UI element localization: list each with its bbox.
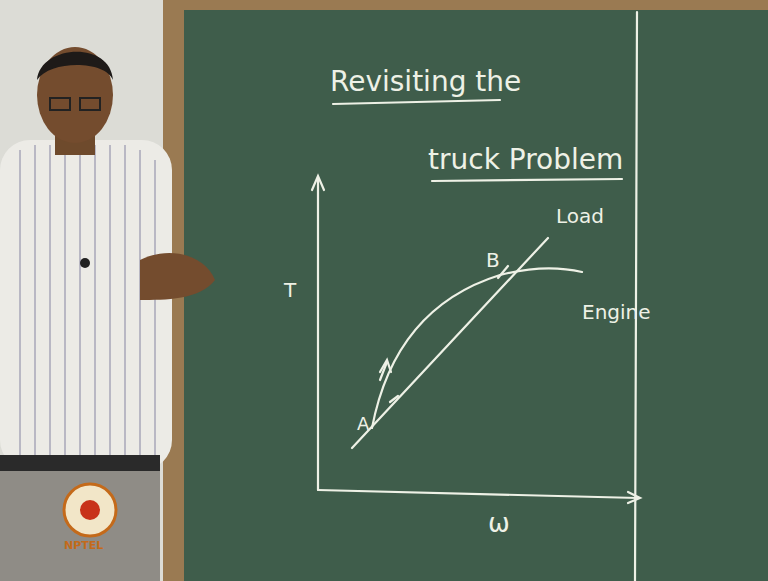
board-heading: Revisiting the <box>330 68 521 96</box>
point-label: B <box>486 250 500 270</box>
watermark-logo-text: NPTEL <box>64 540 103 551</box>
chalkboard <box>184 10 768 581</box>
board-frame <box>163 0 768 581</box>
lecturer <box>0 47 215 581</box>
axis-label: T <box>284 280 296 300</box>
chalk-drawing <box>312 12 640 581</box>
board-heading: truck Problem <box>428 146 623 174</box>
point-label: A <box>357 415 369 433</box>
curve-label: Engine <box>582 302 651 322</box>
axis-label: ω <box>488 510 510 536</box>
curve-label: Load <box>556 206 604 226</box>
